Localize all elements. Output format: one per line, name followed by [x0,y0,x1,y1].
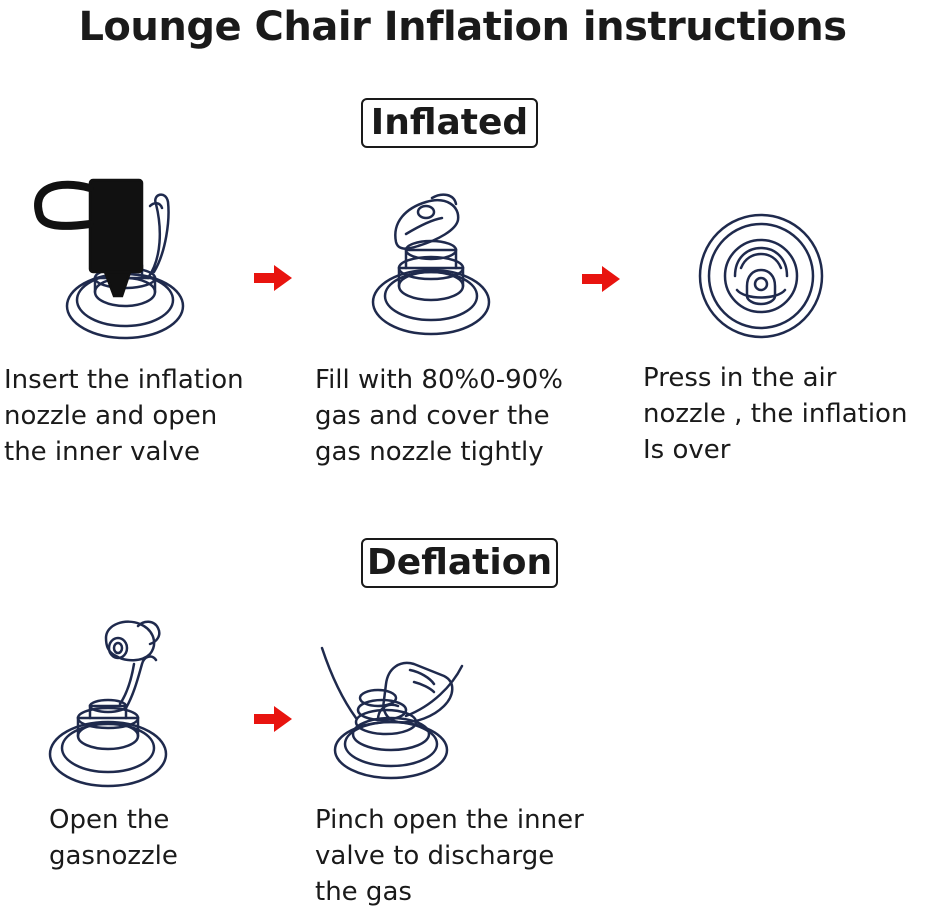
right-arrow-icon [254,706,292,732]
closed-valve-icon [371,193,491,336]
pump-nozzle-icon [34,178,185,340]
inflated-heading: Inflated [361,98,538,148]
step-caption-insert-nozzle: Insert the inflation nozzle and open the… [4,365,244,467]
valve-top-view-icon [698,213,824,339]
step-caption-press-nozzle: Press in the air nozzle , the inflation … [643,363,908,465]
page-title: Lounge Chair Inflation instructions [78,4,847,50]
step-caption-fill-gas: Fill with 80%0-90% gas and cover the gas… [315,365,563,467]
open-nozzle-icon [48,620,168,788]
step-caption-open-nozzle: Open the gasnozzle [49,805,178,871]
right-arrow-icon [582,266,620,292]
deflation-heading: Deflation [361,538,558,588]
pinch-valve-icon [320,646,464,780]
step-caption-pinch-valve: Pinch open the inner valve to discharge … [315,805,584,907]
right-arrow-icon [254,265,292,291]
